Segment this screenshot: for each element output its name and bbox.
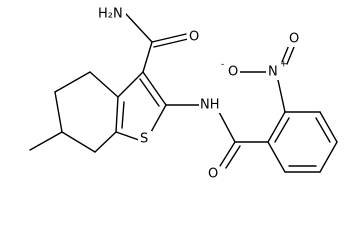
bond-ph1-ph2-inner bbox=[274, 117, 290, 143]
amide-nh2-label: H₂N bbox=[98, 7, 123, 22]
molecule-drawing: H₂N O S NH O N + O - O bbox=[29, 6, 338, 182]
bond-ph4-ph5 bbox=[319, 141, 338, 173]
bond-c3-c2-1 bbox=[142, 71, 167, 106]
nitro-oxygen-minus-label: O bbox=[228, 65, 238, 80]
bond-c5-c6 bbox=[54, 91, 63, 133]
bond-camide-o-2 bbox=[153, 38, 189, 48]
bond-c3-c3a bbox=[117, 71, 144, 98]
nitro-oxygen-minus-charge: - bbox=[221, 60, 224, 70]
bond-carbonyl-o-2 bbox=[225, 145, 241, 169]
bond-c3-c2-2 bbox=[139, 78, 160, 107]
bond-c6-c7 bbox=[61, 131, 96, 153]
bond-ph1-ph2 bbox=[267, 111, 286, 143]
thiophene-sulfur-label: S bbox=[140, 132, 148, 147]
bond-c3a-c4 bbox=[89, 71, 119, 98]
nitro-nitrogen-label: N bbox=[268, 65, 278, 80]
bond-c3-camide bbox=[142, 41, 153, 73]
bond-nh-carbonyl bbox=[218, 111, 236, 143]
nitro-oxygen-label: O bbox=[289, 32, 299, 47]
bond-carbonyl-o-1 bbox=[219, 141, 236, 167]
bond-c3a-c7a-2 bbox=[121, 101, 125, 129]
benzamide-oxygen-label: O bbox=[208, 167, 218, 182]
bond-camide-nh2 bbox=[125, 13, 153, 43]
structure-diagram: H₂N O S NH O N + O - O bbox=[29, 6, 338, 182]
amide-nh-label: NH bbox=[200, 98, 220, 113]
bond-nitro-n-o-2 bbox=[286, 46, 295, 65]
bond-ph3-ph4 bbox=[319, 111, 338, 143]
bond-c4-c5 bbox=[54, 71, 91, 93]
bond-c3a-c7a-1 bbox=[115, 96, 119, 133]
bond-nitro-n-o-1 bbox=[281, 44, 290, 63]
bond-ph2-nitro-n bbox=[277, 79, 286, 113]
amide-oxygen-label: O bbox=[189, 30, 199, 45]
bond-c7-c7a bbox=[94, 131, 117, 153]
bond-ph6-ph1 bbox=[267, 141, 286, 173]
bond-s-c7a bbox=[115, 131, 140, 141]
bond-camide-o-1 bbox=[151, 33, 187, 43]
nitro-nitrogen-charge: + bbox=[280, 60, 288, 70]
bond-ph3-ph4-inner bbox=[315, 117, 331, 143]
bond-c6-methyl bbox=[29, 131, 63, 151]
bond-layer bbox=[29, 13, 338, 173]
bond-c2-s bbox=[150, 104, 167, 133]
atom-label-layer: H₂N O S NH O N + O - O bbox=[96, 6, 301, 182]
